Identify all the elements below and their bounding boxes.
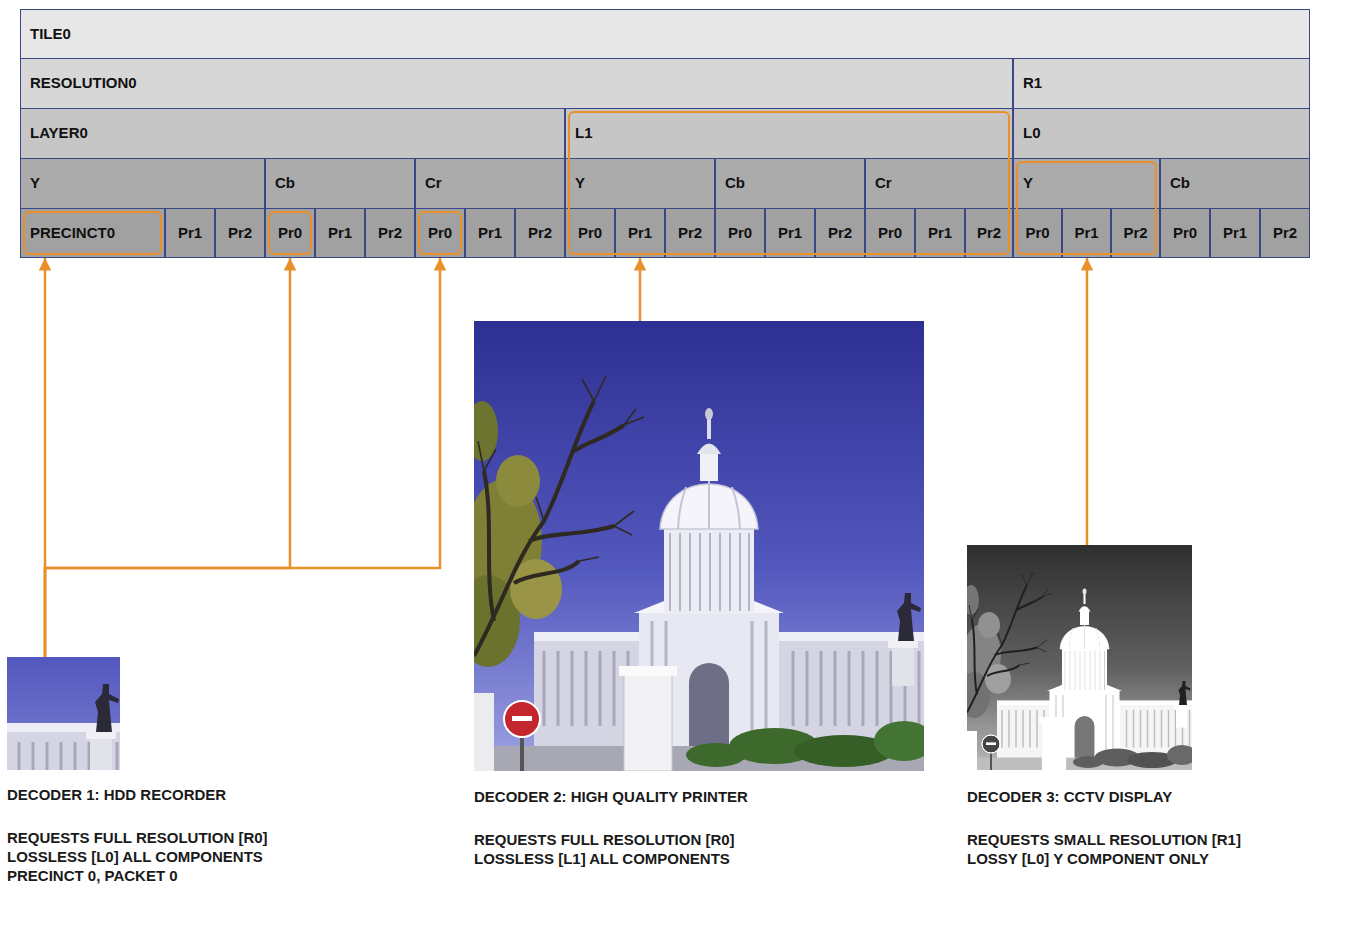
photo	[456, 321, 934, 771]
precinct-cell: Pr1	[915, 208, 965, 258]
decoder-panel: DECODER 1: HDD RECORDER REQUESTS FULL RES…	[7, 657, 287, 885]
band-label: Cb	[1161, 159, 1309, 193]
band-label: Cb	[716, 159, 864, 193]
component-band: CbPr0Pr1Pr2	[265, 158, 415, 258]
band-label: TILE0	[21, 10, 1309, 44]
decoder-request: REQUESTS FULL RESOLUTION [R0] LOSSLESS […	[7, 828, 287, 885]
band-label: Y	[1014, 159, 1159, 193]
precinct-label: Pr2	[1261, 209, 1309, 257]
precinct-cell: Pr0	[415, 208, 465, 258]
precinct-label: Pr1	[1063, 209, 1110, 257]
precinct-label: Pr2	[216, 209, 264, 257]
precinct-label: Pr0	[1161, 209, 1209, 257]
request-arrow	[45, 258, 290, 657]
full-photo	[456, 321, 934, 771]
precinct-cell: Pr2	[365, 208, 415, 258]
precinct-label: Pr1	[316, 209, 364, 257]
decoder-heading: DECODER 3: CCTV DISPLAY	[967, 787, 1267, 806]
band-label: Cr	[866, 159, 1012, 193]
precinct-cell: Pr2	[965, 208, 1013, 258]
precinct-label: Pr1	[1211, 209, 1259, 257]
component-band: CrPr0Pr1Pr2	[865, 158, 1013, 258]
precinct-cell: PRECINCT0	[20, 208, 165, 258]
request-arrow	[1086, 258, 1089, 545]
band-label: Cr	[416, 159, 564, 193]
precinct-label: Pr0	[566, 209, 614, 257]
band-label: Y	[566, 159, 714, 193]
component-band: Y Pr0Pr1Pr2	[565, 158, 715, 258]
band-label: L0	[1014, 109, 1309, 143]
precinct-label: Pr2	[816, 209, 864, 257]
precinct-label: Pr1	[166, 209, 214, 257]
precinct-label: Pr1	[466, 209, 514, 257]
layer-band: LAYER0YPRECINCT0Pr1Pr2CbPr0Pr1Pr2CrPr0Pr…	[20, 108, 565, 258]
precinct-cell: Pr2	[1111, 208, 1160, 258]
precinct-cell: Pr1	[465, 208, 515, 258]
precinct-cell: Pr2	[1260, 208, 1310, 258]
band-label: Cb	[266, 159, 414, 193]
precinct-label: Pr0	[716, 209, 764, 257]
precinct-cell: Pr2	[215, 208, 265, 258]
band-label: R1	[1014, 59, 1309, 93]
decoder-panel: DECODER 3: CCTV DISPLAY REQUESTS SMALL RE…	[967, 545, 1267, 868]
precinct-cell: Pr0	[1160, 208, 1210, 258]
component-band: CbPr0Pr1Pr2	[715, 158, 865, 258]
precinct-cell: Pr0	[265, 208, 315, 258]
precinct-cell: Pr0	[865, 208, 915, 258]
precinct-label: Pr0	[416, 209, 464, 257]
tile-band: TILE0RESOLUTION0LAYER0YPRECINCT0Pr1Pr2Cb…	[20, 9, 1310, 258]
precinct-label: Pr2	[1112, 209, 1159, 257]
precinct-cell: Pr1	[615, 208, 665, 258]
layer-band: L0YPr0Pr1Pr2CbPr0Pr1Pr2	[1013, 108, 1310, 258]
precinct-cell: Pr1	[1210, 208, 1260, 258]
precinct-cell: Pr0	[715, 208, 765, 258]
precinct-cell: Pr0	[565, 208, 615, 258]
resolution-band: RESOLUTION0LAYER0YPRECINCT0Pr1Pr2CbPr0Pr…	[20, 58, 1013, 258]
precinct-label: Pr1	[766, 209, 814, 257]
precinct-label: Pr0	[1014, 209, 1061, 257]
precinct-label: PRECINCT0	[21, 209, 164, 257]
precinct-label: Pr1	[616, 209, 664, 257]
component-band: CrPr0Pr1Pr2	[415, 158, 565, 258]
precinct-label: Pr2	[666, 209, 714, 257]
component-band: Y PRECINCT0Pr1Pr2	[20, 158, 265, 258]
band-label: LAYER0	[21, 109, 564, 143]
precinct-cell: Pr2	[815, 208, 865, 258]
decoder-request: REQUESTS SMALL RESOLUTION [R1] LOSSY [L0…	[967, 830, 1267, 868]
precinct-cell: Pr0	[1013, 208, 1062, 258]
precinct-label: Pr2	[966, 209, 1012, 257]
precinct-cell: Pr1	[165, 208, 215, 258]
request-arrow	[639, 258, 642, 321]
precinct-cell: Pr1	[1062, 208, 1111, 258]
layer-band: L1YPr0Pr1Pr2CbPr0Pr1Pr2CrPr0Pr1Pr2	[565, 108, 1013, 258]
precinct-label: Pr0	[266, 209, 314, 257]
decoder-heading: DECODER 2: HIGH QUALITY PRINTER	[474, 787, 764, 806]
precinct-label: Pr2	[516, 209, 564, 257]
component-band: CbPr0Pr1Pr2	[1160, 158, 1310, 258]
request-arrow	[45, 258, 440, 657]
precinct-cell: Pr1	[315, 208, 365, 258]
band-label: RESOLUTION0	[21, 59, 1012, 93]
precinct-cell: Pr2	[665, 208, 715, 258]
precinct-label: Pr2	[366, 209, 414, 257]
precinct-cell: Pr1	[765, 208, 815, 258]
gray-photo	[958, 545, 1197, 770]
band-label: L1	[566, 109, 1012, 143]
component-band: Y Pr0Pr1Pr2	[1013, 158, 1160, 258]
resolution-band: R1L0YPr0Pr1Pr2CbPr0Pr1Pr2	[1013, 58, 1310, 258]
photo	[958, 545, 1197, 770]
precinct-label: Pr1	[916, 209, 964, 257]
precinct-label: Pr0	[866, 209, 914, 257]
precinct-cell: Pr2	[515, 208, 565, 258]
band-label: Y	[21, 159, 264, 193]
decoder-panel: DECODER 2: HIGH QUALITY PRINTER REQUESTS …	[474, 321, 764, 868]
decoder-request: REQUESTS FULL RESOLUTION [R0] LOSSLESS […	[474, 830, 764, 868]
decoder-heading: DECODER 1: HDD RECORDER	[7, 785, 287, 804]
